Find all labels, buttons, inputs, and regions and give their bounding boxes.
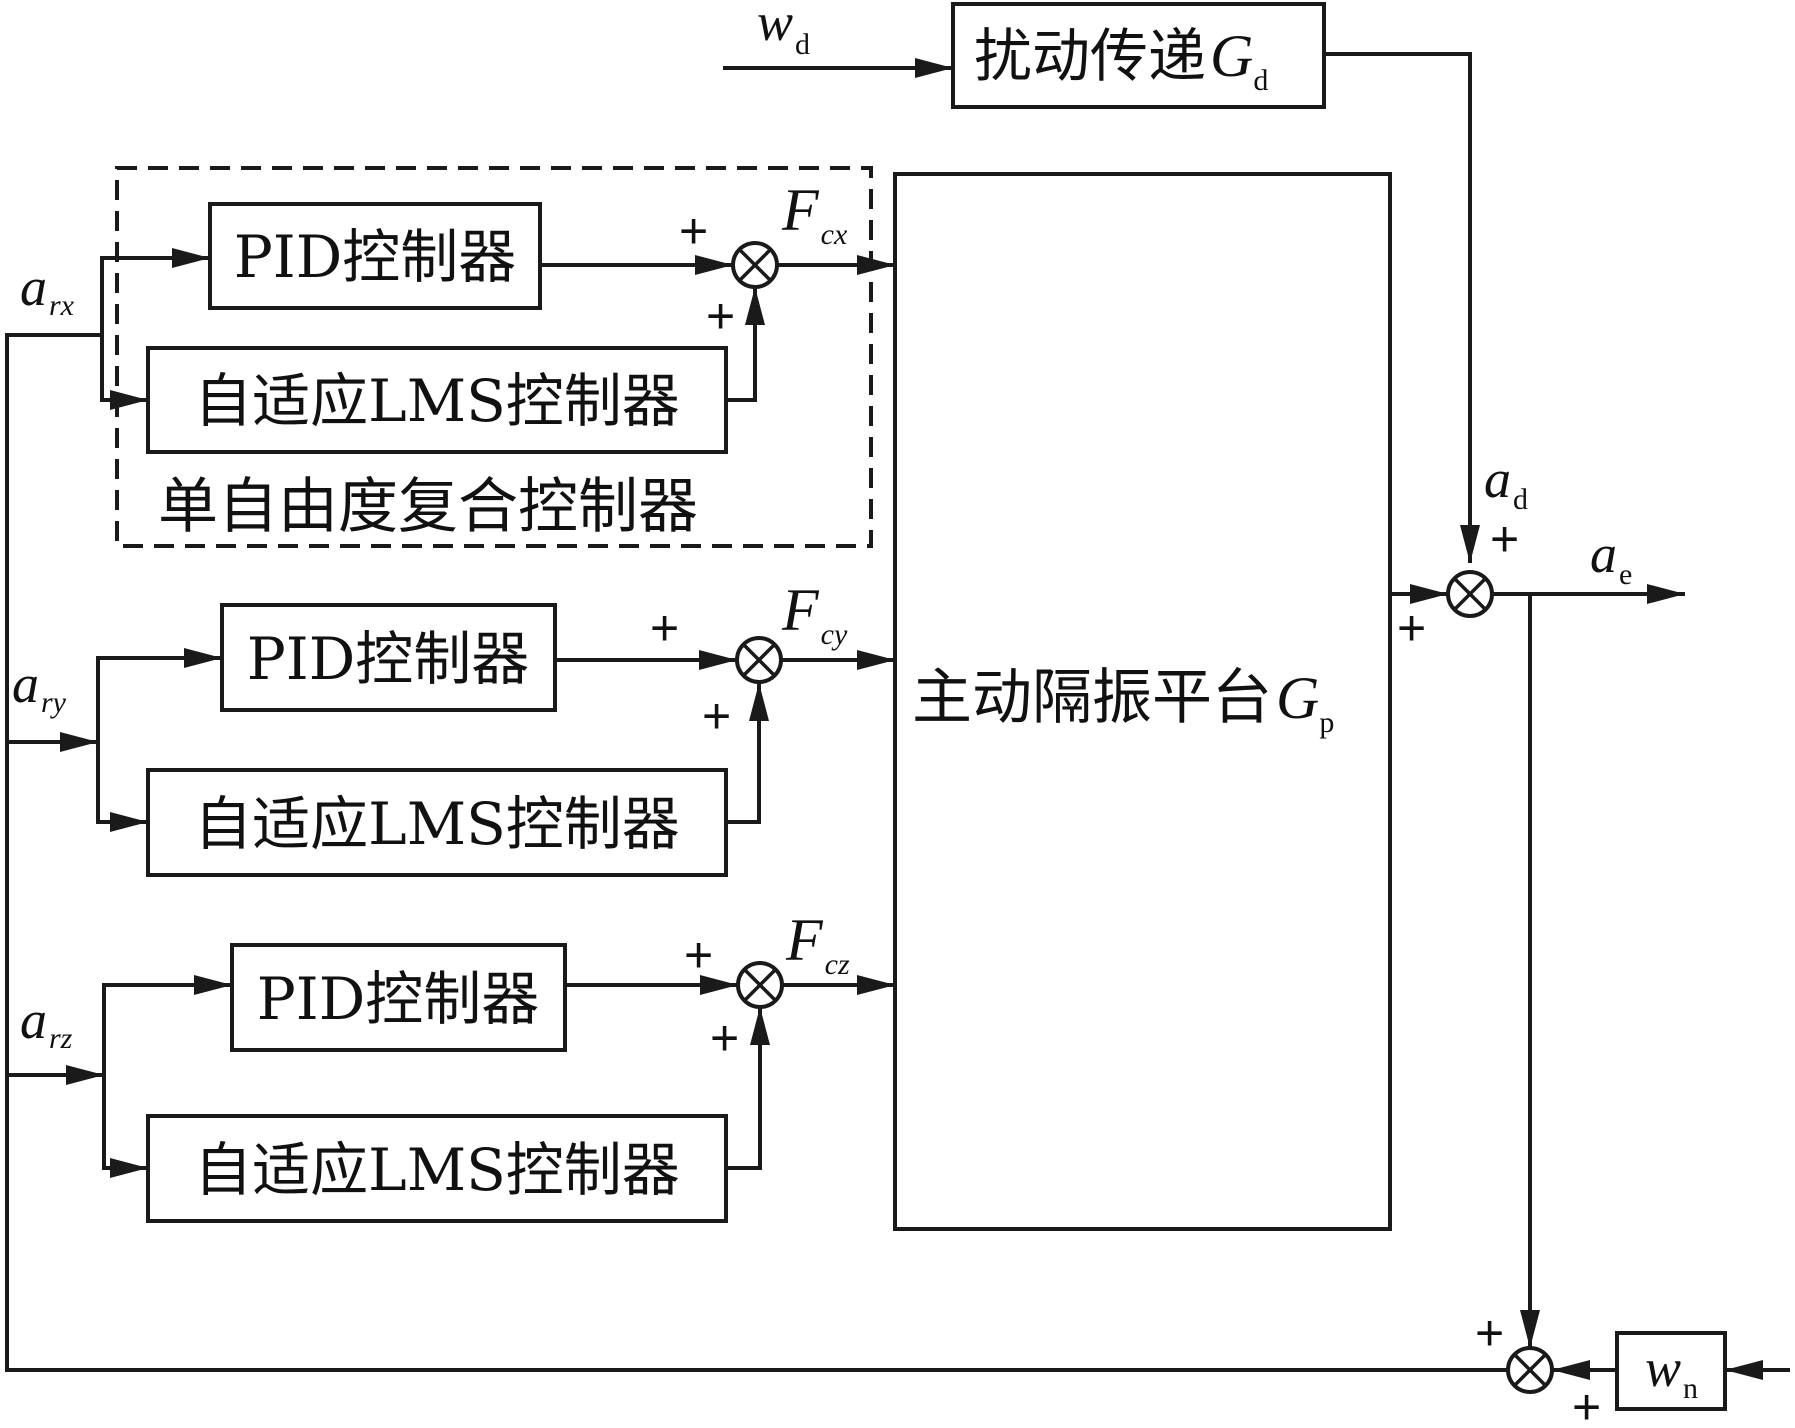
- plus-sign: +: [679, 203, 708, 259]
- noise-block: [1615, 1331, 1727, 1411]
- disturbance-transfer-label: 扰动传递Gd: [974, 22, 1268, 97]
- plus-sign: +: [1490, 511, 1519, 567]
- lms-controller-z-label: 自适应LMS控制器: [194, 1136, 680, 1204]
- summing-junction-x: [731, 241, 779, 289]
- plus-sign: +: [1397, 600, 1426, 656]
- plus-sign: +: [684, 927, 713, 983]
- pid-controller-x: [208, 202, 542, 310]
- plant-block: [893, 172, 1392, 1231]
- plus-sign: +: [650, 600, 679, 656]
- pid-controller-y-label: PID控制器: [247, 625, 529, 693]
- force-y-label: Fcy: [781, 577, 848, 651]
- disturbance-input-label: wd: [757, 0, 810, 61]
- ry-split-wire: [96, 648, 222, 742]
- rz-split-wire: [102, 975, 232, 1075]
- lms-controller-x-label: 自适应LMS控制器: [194, 367, 680, 435]
- disturbance-output-wire: [1324, 52, 1480, 563]
- rx-to-lms-wire: [100, 335, 148, 410]
- lms-controller-y: [146, 768, 728, 877]
- noise-block-label: wn: [1645, 1338, 1698, 1405]
- output-signal-label: ae: [1590, 524, 1632, 591]
- disturbance-signal-label: ad: [1484, 449, 1528, 516]
- pid-controller-x-label: PID控制器: [234, 223, 516, 291]
- rz-to-lms-wire: [102, 1075, 148, 1178]
- lms-y-output-wire: [726, 683, 769, 824]
- ref-signal-ry: ary: [12, 654, 67, 719]
- plus-sign: +: [706, 288, 735, 344]
- plus-sign: +: [710, 1010, 739, 1066]
- summing-junction-y: [735, 636, 783, 684]
- pid-controller-z-label: PID控制器: [257, 965, 539, 1033]
- output-summing-junction: [1446, 570, 1494, 618]
- rx-split-wire: [100, 248, 210, 335]
- feedback-bus: [5, 333, 1515, 1372]
- summing-junction-z: [736, 961, 784, 1009]
- lms-x-output-wire: [726, 287, 765, 402]
- feedback-summing-junction: [1506, 1346, 1554, 1394]
- compound-controller-group: [115, 166, 873, 548]
- plus-sign: +: [702, 688, 731, 744]
- plant-label: 主动隔振平台Gp: [912, 663, 1334, 739]
- ref-signal-rz: arz: [20, 990, 73, 1055]
- force-x-label: Fcx: [781, 177, 848, 251]
- lms-controller-y-label: 自适应LMS控制器: [194, 790, 680, 858]
- ry-to-lms-wire: [96, 742, 148, 832]
- ref-signal-rx: arx: [20, 257, 75, 322]
- lms-controller-z: [146, 1114, 728, 1223]
- pid-controller-z: [230, 943, 567, 1052]
- force-z-label: Fcz: [785, 907, 850, 981]
- plus-sign: +: [1572, 1379, 1601, 1428]
- compound-controller-label: 单自由度复合控制器: [158, 472, 698, 542]
- pid-controller-y: [220, 603, 557, 712]
- lms-z-output-wire: [726, 1007, 770, 1170]
- plus-sign: +: [1475, 1305, 1504, 1361]
